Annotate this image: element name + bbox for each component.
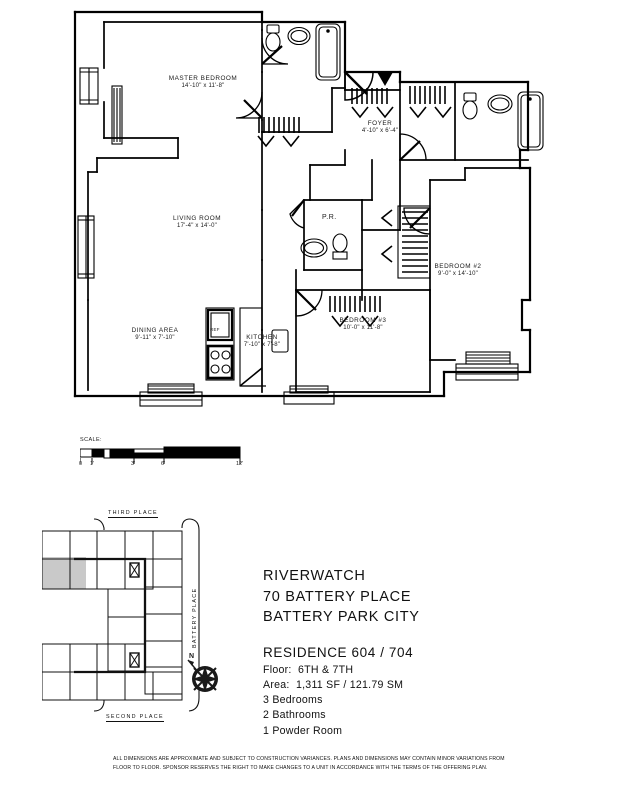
residence-floor: Floor: 6TH & 7TH [263,663,563,678]
residence-heading: RESIDENCE 604 / 704 [263,644,414,660]
room-label-powder-room: P.R. [322,214,337,221]
scale-bar: SCALE: 0 1' [79,437,250,470]
room-label-foyer: FOYER 4'-10" x 6'-4" [361,120,399,134]
key-plan-street-third-place: THIRD PLACE [108,510,158,518]
room-label-dining-area: DINING AREA 9'-11" x 7'-10" [131,327,179,341]
scale-bar-graphic [80,446,241,464]
room-label-master-bedroom: MASTER BEDROOM 14'-10" x 11'-8" [168,75,238,89]
room-label-bedroom-2: BEDROOM #2 9'-0" x 14'-10" [434,263,482,277]
area-label: Area: [263,678,290,691]
residence-bathrooms: 2 Bathrooms [263,709,326,722]
building-name: RIVERWATCH [263,568,366,584]
scale-tick-3: 3' [131,461,136,467]
compass-rose-icon: N [187,653,218,692]
scale-tick-1: 1' [90,461,95,467]
scale-tick-6: 6' [161,461,166,467]
building-address: 70 BATTERY PLACE [263,588,412,605]
refrigerator-label: REF [210,327,220,332]
room-label-living-room: LIVING ROOM 17'-4" x 14'-0" [172,215,222,229]
key-plan-graphic: N [42,518,218,712]
disclaimer-line-1: ALL DIMENSIONS ARE APPROXIMATE AND SUBJE… [113,756,505,762]
key-plan: THIRD PLACE SECOND PLACE BATTERY PLACE [42,508,247,730]
room-label-bedroom-3: BEDROOM #3 10'-0" x 11'-8" [339,317,387,331]
entry-arrow-icon [377,72,393,86]
key-plan-street-second-place: SECOND PLACE [106,714,164,722]
scale-title: SCALE: [80,437,102,443]
area-value: 1,311 SF / 121.79 SM [295,678,404,691]
scale-tick-0: 0 [79,461,83,467]
disclaimer-line-2: FLOOR TO FLOOR. SPONSOR RESERVES THE RIG… [113,765,488,772]
room-label-kitchen: KITCHEN 7'-10" x 7'-8" [243,334,281,348]
floor-plan-drawing [73,10,544,407]
floor-label: Floor: [263,663,292,676]
building-neighborhood: BATTERY PARK CITY [263,609,420,626]
residence-bedrooms: 3 Bedrooms [263,694,323,707]
svg-text:N: N [189,653,194,660]
scale-tick-labels: 0 1' 3' 6' 12' [79,461,250,470]
residence-info-block: RIVERWATCH 70 BATTERY PLACE BATTERY PARK… [263,566,563,739]
floor-value: 6TH & 7TH [297,663,354,676]
scale-tick-12: 12' [236,461,244,467]
legal-disclaimer: ALL DIMENSIONS ARE APPROXIMATE AND SUBJE… [113,755,613,774]
residence-area: Area: 1,311 SF / 121.79 SM [263,678,563,693]
residence-powder-rooms: 1 Powder Room [263,724,343,737]
